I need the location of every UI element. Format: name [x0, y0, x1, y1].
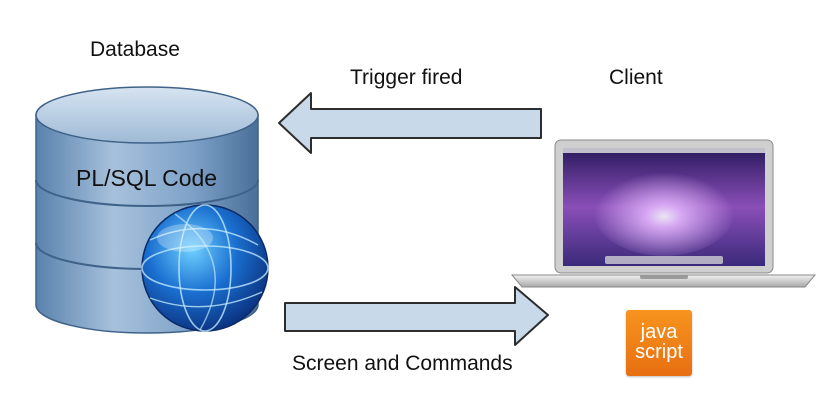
javascript-logo: java script: [626, 310, 692, 376]
plsql-code-label: PL/SQL Code: [76, 165, 218, 191]
trigger-fired-label: Trigger fired: [350, 66, 463, 89]
js-logo-line2: script: [635, 341, 683, 363]
globe-icon: [141, 204, 269, 332]
screen-commands-arrow: [284, 286, 549, 346]
database-title: Database: [90, 38, 180, 61]
trigger-arrow: [278, 92, 542, 154]
laptop-icon: [510, 139, 817, 288]
screen-commands-label: Screen and Commands: [292, 352, 513, 375]
client-title: Client: [609, 66, 663, 89]
js-logo-line1: java: [640, 321, 678, 343]
